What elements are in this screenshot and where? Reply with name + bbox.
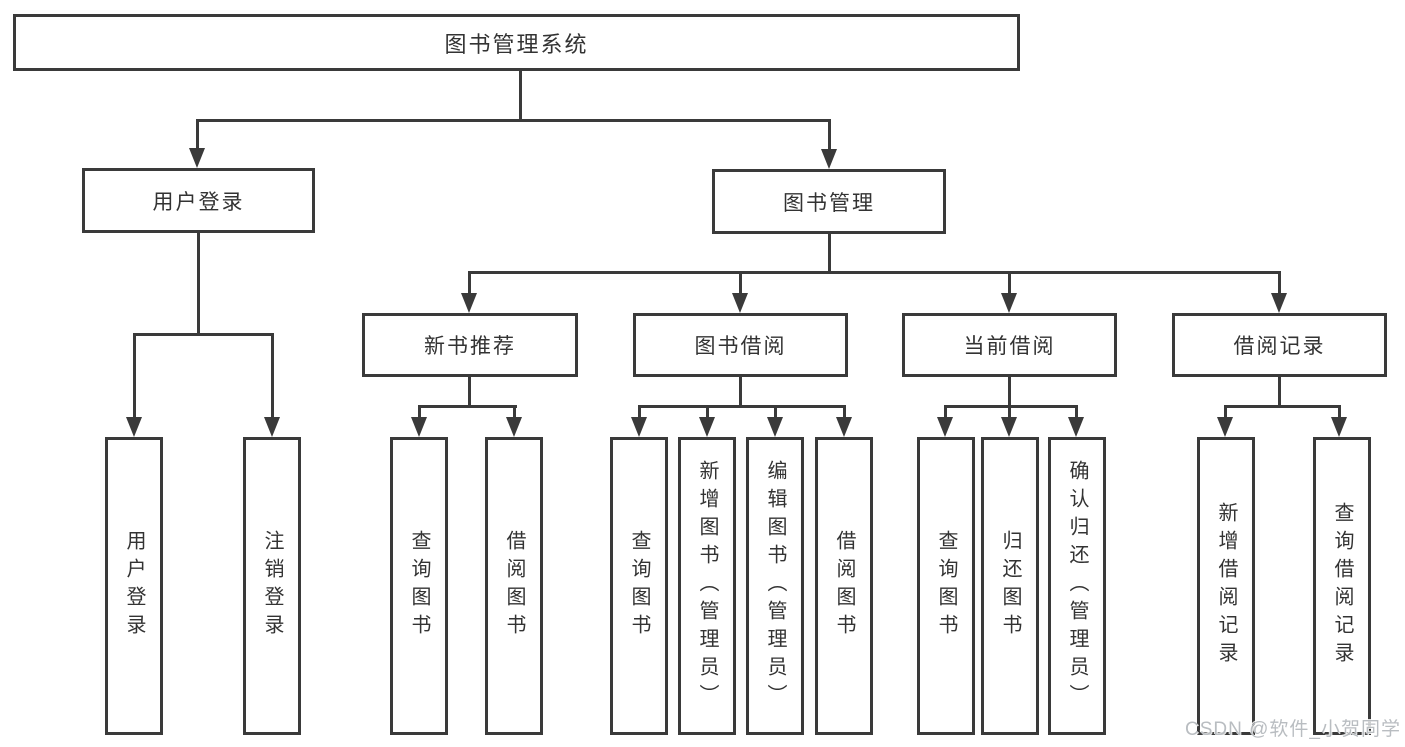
- connector-line: [418, 405, 517, 408]
- arrow-down-icon: [189, 148, 205, 168]
- connector-line: [828, 119, 831, 152]
- connector-line: [196, 119, 831, 122]
- arrow-down-icon: [506, 417, 522, 437]
- leaf-borrow-books-2: 借阅图书: [815, 437, 873, 735]
- leaf-return-books: 归还图书: [981, 437, 1039, 735]
- leaf-label: 用户登录: [123, 530, 145, 642]
- connector-line: [739, 377, 742, 408]
- leaf-add-books-admin: 新增图书（管理员）: [678, 437, 736, 735]
- node-current-borrowing: 当前借阅: [902, 313, 1117, 377]
- leaf-add-borrow-record: 新增借阅记录: [1197, 437, 1255, 735]
- connector-line: [1008, 377, 1011, 408]
- connector-line: [774, 405, 777, 421]
- connector-line: [468, 271, 471, 297]
- connector-line: [739, 271, 742, 297]
- node-label: 新书推荐: [424, 335, 516, 358]
- arrow-down-icon: [699, 417, 715, 437]
- csdn-watermark: CSDN @软件_小贺同学: [1185, 719, 1401, 740]
- arrow-down-icon: [767, 417, 783, 437]
- leaf-label: 查询图书: [935, 530, 957, 642]
- connector-line: [944, 405, 1078, 408]
- node-book-management: 图书管理: [712, 169, 946, 234]
- connector-line: [196, 119, 199, 151]
- leaf-logout: 注销登录: [243, 437, 301, 735]
- arrow-down-icon: [264, 417, 280, 437]
- leaf-search-books-2: 查询图书: [610, 437, 668, 735]
- connector-line: [1338, 405, 1341, 421]
- node-library-management-system: 图书管理系统: [13, 14, 1020, 71]
- leaf-label: 归还图书: [999, 530, 1021, 642]
- connector-line: [1008, 271, 1011, 297]
- leaf-search-borrow-record: 查询借阅记录: [1313, 437, 1371, 735]
- connector-line: [1224, 405, 1227, 421]
- connector-line: [828, 234, 831, 274]
- arrow-down-icon: [1331, 417, 1347, 437]
- leaf-label: 查询图书: [628, 530, 650, 642]
- leaf-label: 借阅图书: [833, 530, 855, 642]
- connector-line: [1008, 405, 1011, 421]
- node-label: 当前借阅: [963, 335, 1056, 358]
- leaf-edit-books-admin: 编辑图书（管理员）: [746, 437, 804, 735]
- connector-line: [843, 405, 846, 421]
- node-label: 图书借阅: [694, 335, 787, 358]
- connector-line: [1075, 405, 1078, 421]
- leaf-label: 注销登录: [261, 530, 283, 642]
- connector-line: [133, 333, 136, 420]
- node-user-login: 用户登录: [82, 168, 315, 233]
- connector-line: [197, 233, 200, 335]
- leaf-user-login: 用户登录: [105, 437, 163, 735]
- arrow-down-icon: [461, 293, 477, 313]
- connector-line: [468, 377, 471, 408]
- node-label: 图书管理系统: [444, 31, 589, 57]
- connector-line: [271, 333, 274, 420]
- arrow-down-icon: [411, 417, 427, 437]
- connector-line: [1278, 271, 1281, 297]
- arrow-down-icon: [836, 417, 852, 437]
- leaf-search-books-3: 查询图书: [917, 437, 975, 735]
- arrow-down-icon: [1001, 417, 1017, 437]
- arrow-down-icon: [126, 417, 142, 437]
- connector-line: [1278, 377, 1281, 408]
- connector-line: [638, 405, 846, 408]
- node-book-borrowing: 图书借阅: [633, 313, 848, 377]
- arrow-down-icon: [821, 149, 837, 169]
- node-borrowing-records: 借阅记录: [1172, 313, 1387, 377]
- leaf-label: 编辑图书（管理员）: [764, 460, 786, 712]
- leaf-label: 查询借阅记录: [1331, 502, 1353, 670]
- leaf-label: 新增借阅记录: [1215, 502, 1237, 670]
- arrow-down-icon: [1217, 417, 1233, 437]
- arrow-down-icon: [1068, 417, 1084, 437]
- arrow-down-icon: [732, 293, 748, 313]
- connector-line: [513, 405, 516, 421]
- leaf-confirm-return-admin: 确认归还（管理员）: [1048, 437, 1106, 735]
- connector-line: [133, 333, 274, 336]
- leaf-search-books-1: 查询图书: [390, 437, 448, 735]
- leaf-label: 确认归还（管理员）: [1066, 460, 1088, 712]
- node-label: 图书管理: [783, 191, 875, 215]
- leaf-label: 借阅图书: [503, 530, 525, 642]
- leaf-label: 新增图书（管理员）: [696, 460, 718, 712]
- arrow-down-icon: [1001, 293, 1017, 313]
- connector-line: [638, 405, 641, 421]
- connector-line: [1224, 405, 1341, 408]
- arrow-down-icon: [1271, 293, 1287, 313]
- node-label: 用户登录: [152, 190, 245, 214]
- connector-line: [706, 405, 709, 421]
- arrow-down-icon: [937, 417, 953, 437]
- arrow-down-icon: [631, 417, 647, 437]
- leaf-borrow-books-1: 借阅图书: [485, 437, 543, 735]
- leaf-label: 查询图书: [408, 530, 430, 642]
- connector-line: [418, 405, 421, 421]
- connector-line: [519, 70, 522, 121]
- node-new-book-recommendation: 新书推荐: [362, 313, 578, 377]
- connector-line: [944, 405, 947, 421]
- node-label: 借阅记录: [1233, 335, 1326, 358]
- connector-line: [468, 271, 1281, 274]
